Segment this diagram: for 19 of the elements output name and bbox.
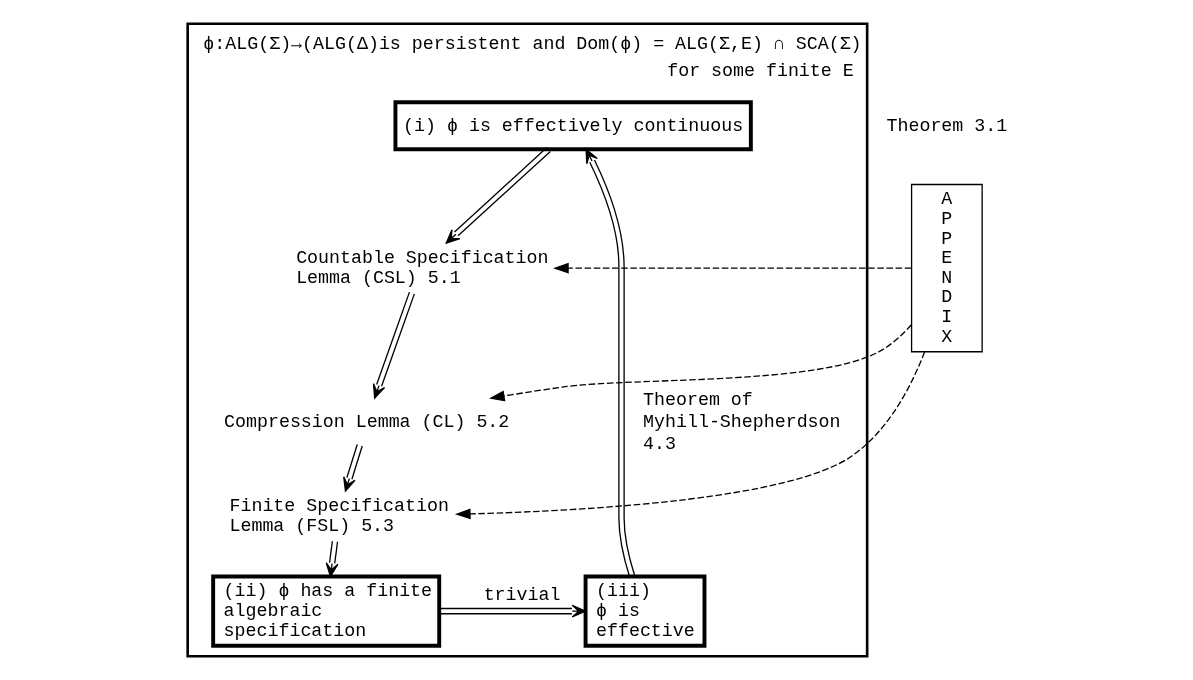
node-box: APPENDIX	[910, 183, 983, 353]
edge-label: Theorem of Myhill-Shepherdson 4.3	[642, 389, 841, 455]
arrow	[584, 148, 635, 578]
arrow	[445, 146, 551, 244]
arrow	[552, 262, 912, 274]
node-text: Compression Lemma (CL) 5.2	[223, 411, 509, 432]
edge-label: trivial	[483, 585, 560, 606]
arrow	[454, 351, 925, 520]
node-text: Countable Specification Lemma (CSL) 5.1	[295, 248, 548, 288]
arrow	[325, 540, 339, 578]
node-text: Finite Specification Lemma (FSL) 5.3	[228, 496, 449, 537]
node-box: (i) ϕ is effectively continuous	[393, 100, 753, 152]
arrow	[488, 324, 912, 402]
node-box: (ii) ϕ has a finite algebraic specification	[210, 574, 441, 648]
arrow	[372, 291, 415, 399]
arrow	[438, 604, 586, 618]
arrow	[342, 443, 363, 492]
node-box: (iii) ϕ is effective	[583, 574, 706, 648]
node-label: Theorem 3.1	[886, 115, 1007, 136]
